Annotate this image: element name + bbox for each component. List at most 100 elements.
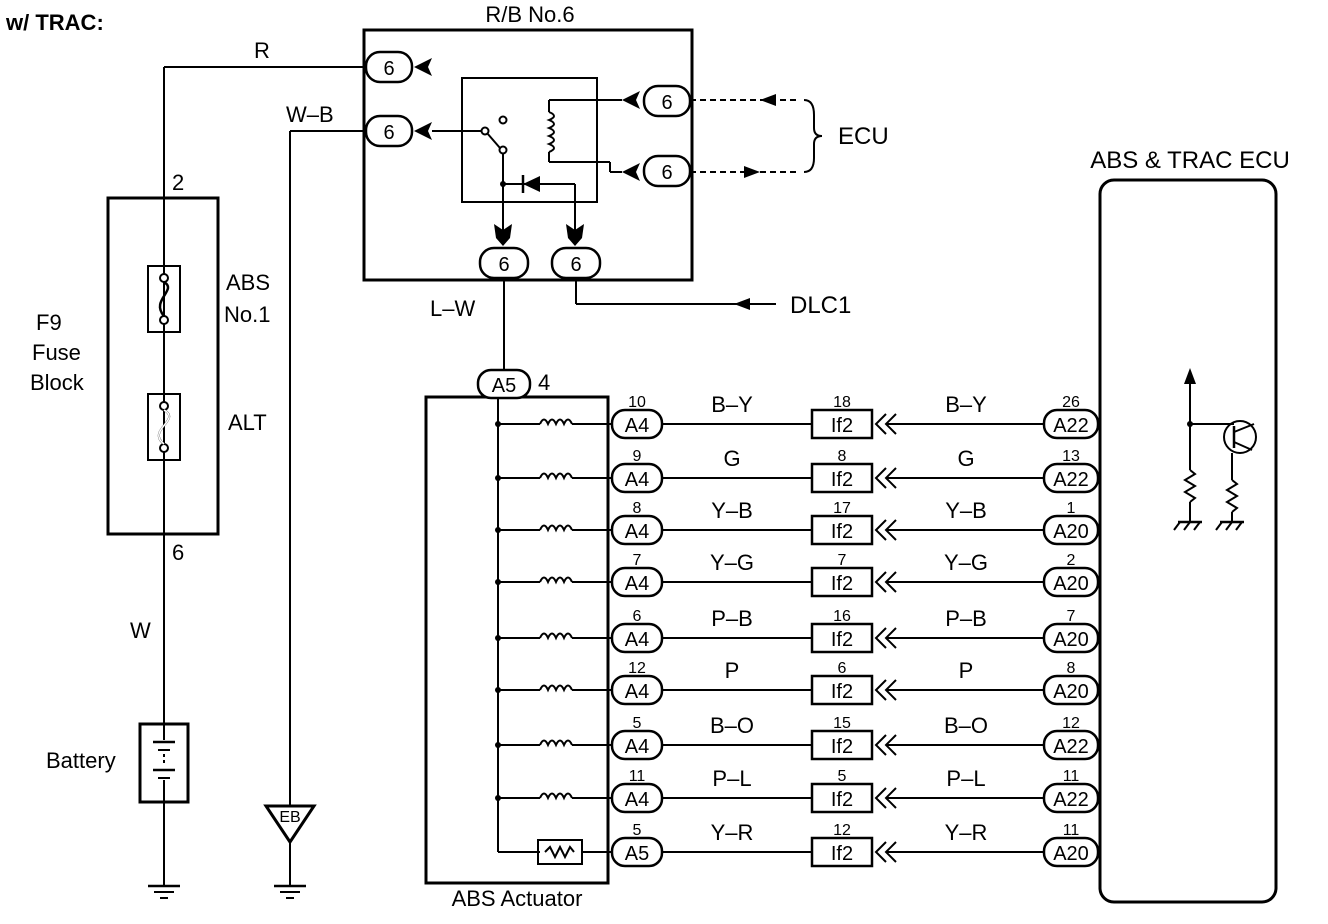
fuse-abs-icon bbox=[147, 265, 181, 333]
dlc-reference: DLC1 bbox=[575, 278, 851, 319]
ecu-pin-number: 1 bbox=[1067, 500, 1076, 517]
interface-chevron-icon bbox=[874, 734, 887, 756]
actuator-junction bbox=[495, 475, 501, 481]
ecu-ground-1-hatch-c bbox=[1193, 521, 1201, 531]
wire-left-color: P–L bbox=[712, 766, 751, 791]
interface-connector-label: If2 bbox=[831, 789, 853, 811]
interface-connector-label: If2 bbox=[831, 469, 853, 491]
ecu-ref-label: ECU bbox=[838, 123, 889, 150]
wire-r-label: R bbox=[254, 38, 270, 63]
fuse-abs-label-2: No.1 bbox=[224, 302, 270, 327]
actuator-junction bbox=[495, 421, 501, 427]
ecu-connector bbox=[1042, 729, 1100, 761]
interface-chevron-icon bbox=[874, 413, 887, 435]
wire-right-color: P–L bbox=[946, 766, 985, 791]
ecu-connector bbox=[1042, 674, 1100, 706]
relay-switch-blade bbox=[486, 132, 501, 149]
ecu-connector-label: A22 bbox=[1053, 415, 1089, 437]
wire-right-color: B–O bbox=[944, 713, 988, 738]
wire-wb-label: W–B bbox=[286, 102, 334, 127]
actuator-connector-label: A4 bbox=[625, 573, 649, 595]
fuse-abs-element bbox=[158, 280, 170, 317]
fuse-abs-label-1: ABS bbox=[226, 270, 270, 295]
relay-terminal-r-arrow bbox=[414, 58, 432, 76]
wire-left-color: Y–R bbox=[711, 820, 754, 845]
interface-connector-label: If2 bbox=[831, 629, 853, 651]
actuator-connector-label: A4 bbox=[625, 789, 649, 811]
wire-w-label: W bbox=[130, 618, 151, 643]
actuator-power-pin: 4 bbox=[538, 370, 550, 395]
relay-terminal-wb-arrow bbox=[414, 122, 432, 140]
interface-pin-number: 8 bbox=[838, 448, 847, 465]
abs-actuator: ABS Actuator A5 4 bbox=[424, 368, 610, 911]
power-feed: R 2 bbox=[163, 38, 366, 198]
fuse-block-label-1: F9 bbox=[36, 310, 62, 335]
interface-connector bbox=[810, 674, 874, 706]
relay-block-label: R/B No.6 bbox=[485, 2, 574, 27]
solenoid-coil-icon bbox=[539, 792, 573, 801]
abs-trac-ecu: ABS & TRAC ECU bbox=[1090, 147, 1290, 904]
ecu-ground-2-hatch-c bbox=[1235, 521, 1243, 531]
dlc-arrow bbox=[734, 298, 750, 310]
ecu-connector-label: A22 bbox=[1053, 789, 1089, 811]
abs-actuator-outline bbox=[424, 395, 610, 885]
dlc-label: DLC1 bbox=[790, 292, 851, 319]
actuator-pin-number: 9 bbox=[633, 448, 642, 465]
ecu-connector bbox=[1042, 782, 1100, 814]
ecu-vcc-arrow-icon bbox=[1184, 368, 1196, 384]
ecu-pin-number: 2 bbox=[1067, 552, 1076, 569]
relay-switch-contact-no bbox=[498, 115, 508, 125]
fuse-alt-terminal-top bbox=[159, 401, 169, 411]
interface-pin-number: 18 bbox=[833, 394, 851, 411]
fuse-alt-element-inner bbox=[158, 409, 170, 445]
interface-connector-label: If2 bbox=[831, 843, 853, 865]
wire-right-color: G bbox=[957, 446, 974, 471]
ecu-resistor-2-icon bbox=[1225, 479, 1239, 513]
interface-chevron-icon bbox=[874, 627, 887, 649]
wire-left-color: Y–G bbox=[710, 550, 754, 575]
fuse-block-pin-top: 2 bbox=[172, 170, 184, 195]
ecu-connector-label: A20 bbox=[1053, 843, 1089, 865]
variant-label: w/ TRAC: bbox=[5, 10, 104, 35]
ground-eb-icon bbox=[263, 804, 317, 845]
wb-ground-circuit: W–B EB bbox=[263, 102, 366, 899]
fuse-block: F9 Fuse Block ABS No.1 ALT 6 bbox=[30, 196, 270, 565]
interface-chevron-icon bbox=[874, 679, 887, 701]
actuator-pin-number: 12 bbox=[628, 660, 646, 677]
actuator-power-connector bbox=[476, 368, 532, 400]
ecu-connector bbox=[1042, 836, 1100, 868]
interface-pin-number: 17 bbox=[833, 500, 851, 517]
ecu-label: ABS & TRAC ECU bbox=[1090, 147, 1290, 174]
interface-connector-label: If2 bbox=[831, 415, 853, 437]
wire-right-color: Y–B bbox=[945, 498, 987, 523]
ecu-ref-arrow-2 bbox=[744, 166, 760, 178]
interface-chevron-icon bbox=[874, 519, 887, 541]
ecu-outline bbox=[1098, 178, 1278, 904]
wire-left-color: Y–B bbox=[711, 498, 753, 523]
interface-pin-number: 6 bbox=[838, 660, 847, 677]
ecu-connector bbox=[1042, 566, 1100, 598]
ground-eb-label: EB bbox=[279, 809, 300, 826]
wire-right-color: P–B bbox=[945, 606, 987, 631]
ecu-connector-label: A20 bbox=[1053, 521, 1089, 543]
ecu-connector-label: A20 bbox=[1053, 629, 1089, 651]
solenoid-coil-icon bbox=[539, 632, 573, 641]
battery-label: Battery bbox=[46, 748, 116, 773]
wire-right-color: Y–G bbox=[944, 550, 988, 575]
abs-actuator-label: ABS Actuator bbox=[452, 886, 583, 911]
actuator-connector-label: A4 bbox=[625, 629, 649, 651]
ecu-resistor-1-icon bbox=[1183, 469, 1197, 503]
relay-inner-box bbox=[461, 77, 598, 203]
interface-pin-number: 7 bbox=[838, 552, 847, 569]
actuator-pin-number: 7 bbox=[633, 552, 642, 569]
actuator-junction bbox=[495, 742, 501, 748]
interface-pin-number: 15 bbox=[833, 715, 851, 732]
solenoid-coil-icon bbox=[539, 684, 573, 693]
interface-chevron-icon bbox=[874, 841, 887, 863]
wire-right-color: P bbox=[959, 658, 974, 683]
ecu-connector-label: A22 bbox=[1053, 736, 1089, 758]
relay-ecu2-arrow bbox=[622, 163, 640, 181]
